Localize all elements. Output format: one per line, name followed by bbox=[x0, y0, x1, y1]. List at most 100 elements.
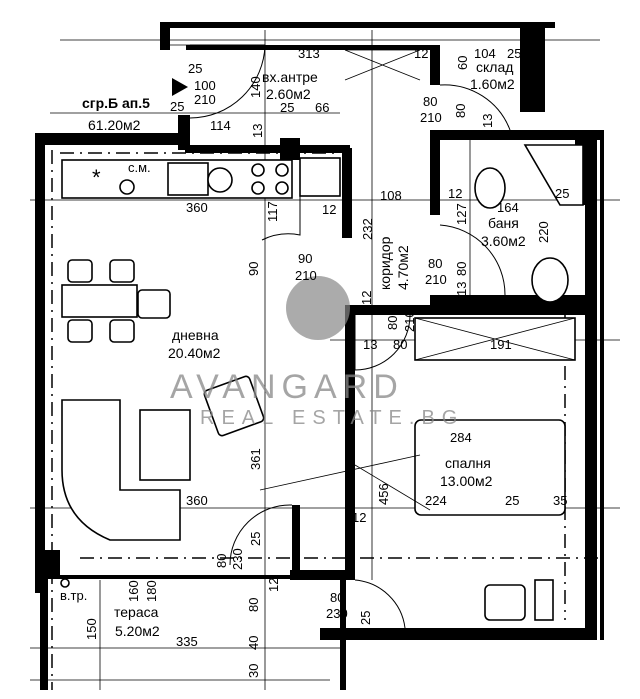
dim: 12 bbox=[359, 291, 374, 305]
dim: 210 bbox=[194, 92, 216, 107]
chair-icon bbox=[109, 259, 135, 283]
dim: 180 bbox=[144, 580, 159, 602]
svg-text:AVANGARD: AVANGARD bbox=[170, 368, 404, 406]
washbasin-icon bbox=[531, 257, 569, 303]
dim: 25 bbox=[505, 493, 519, 508]
dim: 313 bbox=[298, 46, 320, 61]
desk-icon bbox=[534, 579, 554, 621]
dining-table bbox=[61, 284, 138, 318]
dim: 210 bbox=[425, 272, 447, 287]
dim: 360 bbox=[186, 200, 208, 215]
dim: 25 bbox=[280, 100, 294, 115]
sofa-icon bbox=[61, 399, 181, 541]
dim: 12 bbox=[414, 46, 428, 61]
cooktop-icon bbox=[251, 163, 289, 195]
dim: 30 bbox=[246, 664, 261, 678]
dim: 230 bbox=[326, 606, 348, 621]
dim: 12 bbox=[266, 578, 281, 592]
dim: 25 bbox=[358, 611, 373, 625]
dish-drainer-icon bbox=[207, 167, 233, 193]
entry-name: вх.антре bbox=[262, 69, 318, 85]
doors bbox=[172, 44, 511, 629]
oven-icon bbox=[299, 157, 341, 197]
fridge-asterisk-icon: * bbox=[92, 165, 101, 190]
dim: 12 bbox=[352, 510, 366, 525]
dim: 80 bbox=[246, 598, 261, 612]
storage-name: склад bbox=[476, 59, 513, 75]
dim: 220 bbox=[536, 221, 551, 243]
dim: 210 bbox=[420, 110, 442, 125]
dim: 80 bbox=[385, 316, 400, 330]
coffee-table bbox=[139, 409, 191, 481]
dim: 104 bbox=[474, 46, 496, 61]
dim: 232 bbox=[360, 218, 375, 240]
toilet-icon bbox=[474, 167, 506, 209]
dim: 210 bbox=[295, 268, 317, 283]
dim: 108 bbox=[380, 188, 402, 203]
dim: 13 bbox=[250, 124, 265, 138]
bath-name: баня bbox=[488, 215, 519, 231]
dim: 164 bbox=[497, 200, 519, 215]
washing-machine-label: с.м. bbox=[128, 160, 151, 175]
dim: 80 bbox=[428, 256, 442, 271]
sink-icon bbox=[167, 162, 209, 196]
dim: 40 bbox=[246, 636, 261, 650]
walls bbox=[35, 22, 604, 690]
dim: 335 bbox=[176, 634, 198, 649]
dim: 117 bbox=[265, 201, 280, 222]
dim: 361 bbox=[248, 448, 263, 470]
desk-chair-icon bbox=[484, 584, 526, 621]
bedroom-area: 13.00м2 bbox=[440, 473, 493, 489]
chair-icon bbox=[137, 289, 171, 319]
dim: 66 bbox=[315, 100, 329, 115]
terrace-area: 5.20м2 bbox=[115, 623, 160, 639]
dim: 60 bbox=[455, 56, 470, 70]
dim: 230 bbox=[230, 548, 245, 570]
dim: 140 bbox=[248, 76, 263, 98]
armchair-icon bbox=[203, 375, 265, 437]
dim: 80 bbox=[214, 554, 229, 568]
dim: 25 bbox=[170, 99, 184, 114]
dim: 13 bbox=[454, 282, 469, 296]
dim: 35 bbox=[553, 493, 567, 508]
dim: 25 bbox=[248, 532, 263, 546]
chair-icon bbox=[67, 319, 93, 343]
dim: 25 bbox=[188, 61, 202, 76]
dim: 80 bbox=[454, 262, 469, 276]
room-labels: сгр.Б ап.5 61.20м2 вх.антре 2.60м2 склад… bbox=[60, 59, 526, 639]
dim: 25 bbox=[555, 186, 569, 201]
dim: 127 bbox=[454, 203, 469, 225]
dim: 90 bbox=[298, 251, 312, 266]
dim: 210 bbox=[402, 310, 417, 332]
terrace-name: тераса bbox=[114, 604, 159, 620]
bed-icon bbox=[414, 419, 566, 516]
dim: 13 bbox=[363, 337, 377, 352]
dimension-labels: 313 12 104 25 60 25 100 210 25 114 140 2… bbox=[84, 46, 569, 678]
dim: 100 bbox=[194, 78, 216, 93]
living-area: 20.40м2 bbox=[168, 345, 221, 361]
bath-area: 3.60м2 bbox=[481, 233, 526, 249]
apartment-label: сгр.Б ап.5 bbox=[82, 95, 150, 111]
storage-area: 1.60м2 bbox=[470, 76, 515, 92]
logo-icon bbox=[286, 276, 350, 340]
entrance-arrow-icon bbox=[172, 78, 188, 96]
dim: 360 bbox=[186, 493, 208, 508]
furniture: * bbox=[60, 44, 584, 621]
dim: 80 bbox=[453, 104, 468, 118]
drain-pipe-label: в.тр. bbox=[60, 588, 87, 603]
washing-machine-icon bbox=[119, 179, 135, 195]
dim: 80 bbox=[393, 337, 407, 352]
dim: 150 bbox=[84, 618, 99, 640]
dim: 80 bbox=[423, 94, 437, 109]
drain-pipe-icon bbox=[60, 578, 70, 588]
dim: 12 bbox=[448, 186, 462, 201]
dim: 25 bbox=[507, 46, 521, 61]
chair-icon bbox=[67, 259, 93, 283]
dim: 284 bbox=[450, 430, 472, 445]
chair-icon bbox=[109, 319, 135, 343]
dim: 12 bbox=[322, 202, 336, 217]
corridor-area: 4.70м2 bbox=[395, 245, 411, 290]
entry-area: 2.60м2 bbox=[266, 86, 311, 102]
watermark: AVANGARD REAL ESTATE.BG bbox=[170, 276, 457, 429]
